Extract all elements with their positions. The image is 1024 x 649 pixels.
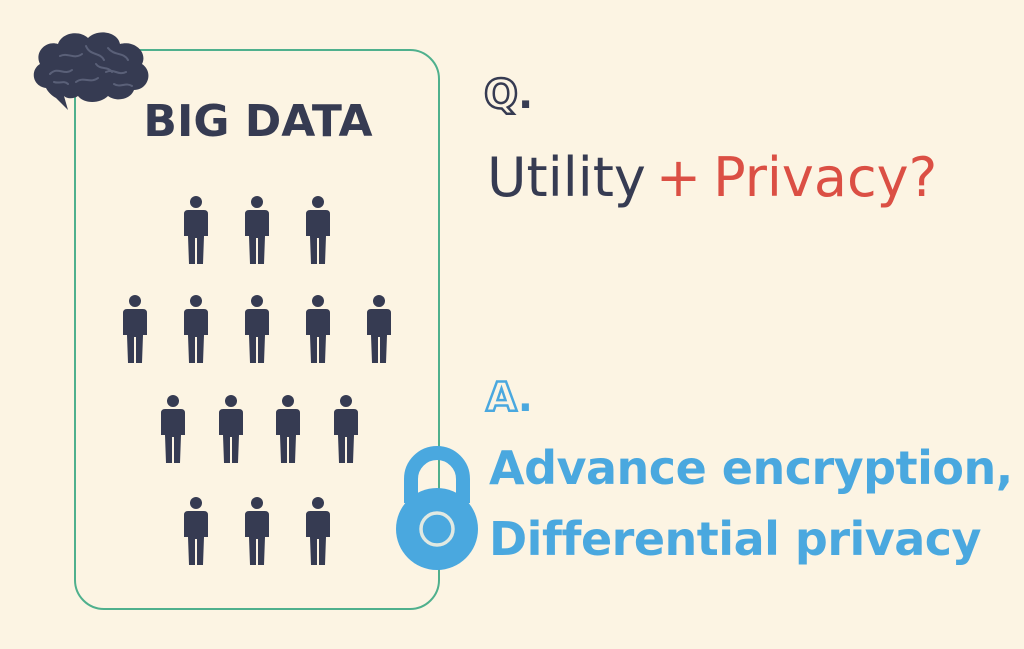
question-marker-dot: . <box>518 72 534 118</box>
answer-marker-dot: . <box>517 375 533 421</box>
answer-line-1: Advance encryption, <box>489 441 1013 495</box>
question-utility: Utility <box>487 146 646 209</box>
big-data-title: BIG DATA <box>143 96 373 147</box>
question-plus: + <box>655 146 702 209</box>
answer-line-2: Differential privacy <box>489 512 982 566</box>
question-privacy: Privacy? <box>713 146 938 209</box>
answer-marker-letter: A <box>485 374 519 423</box>
question-marker: Q. <box>483 71 534 120</box>
big-data-box <box>74 49 440 610</box>
answer-marker: A. <box>485 374 533 423</box>
brain-icon <box>33 32 149 110</box>
question-text: Utility+Privacy? <box>487 146 937 209</box>
question-marker-letter: Q <box>483 71 520 120</box>
padlock-icon <box>396 446 478 570</box>
